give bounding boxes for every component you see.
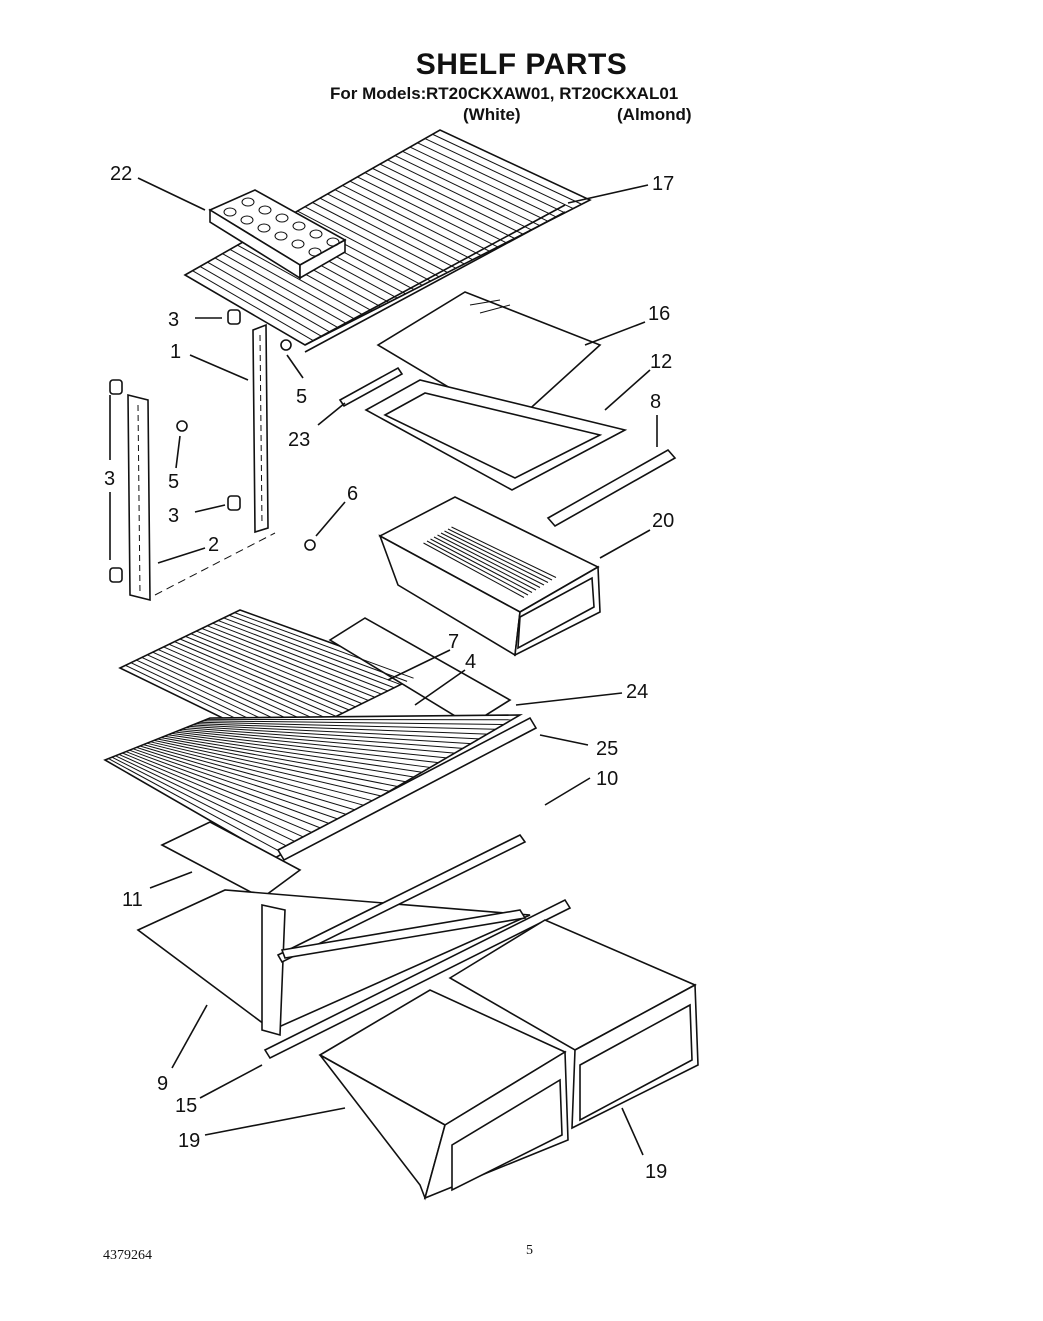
- models-label: For Models:: [330, 84, 427, 103]
- variant-almond: (Almond): [617, 105, 692, 124]
- page-title: SHELF PARTS: [415, 48, 628, 81]
- callout-4: 4: [465, 651, 476, 673]
- callout-1: 1: [170, 341, 181, 363]
- callout-15: 15: [175, 1095, 197, 1117]
- callout-3-left: 3: [104, 468, 115, 490]
- crisper-drawer-left: [318, 989, 569, 1201]
- meat-pan: [378, 496, 601, 657]
- callout-12: 12: [650, 351, 672, 373]
- callout-23: 23: [288, 429, 310, 451]
- callout-3-bottom: 3: [168, 505, 179, 527]
- callout-20: 20: [652, 510, 674, 532]
- callout-17: 17: [652, 173, 674, 195]
- callout-8: 8: [650, 391, 661, 413]
- document-number: 4379264: [103, 1248, 152, 1263]
- callout-16: 16: [648, 303, 670, 325]
- crisper-cover-glass: [160, 821, 302, 899]
- wire-shelf-lower: [103, 714, 538, 862]
- model-numbers: RT20CKXAW01, RT20CKXAL01: [426, 84, 679, 103]
- variant-white: (White): [463, 105, 521, 124]
- callout-25: 25: [596, 738, 618, 760]
- ladder-rail-left: [127, 393, 151, 602]
- crisper-frame: [136, 833, 572, 1060]
- callout-7: 7: [448, 631, 459, 653]
- models-line: For Models:RT20CKXAW01, RT20CKXAL01: [330, 84, 678, 104]
- wire-shelf-middle: [118, 609, 512, 746]
- callout-5-right: 5: [296, 386, 307, 408]
- shelf-frame-upper: [364, 379, 628, 491]
- assembly-line: [154, 532, 276, 596]
- callout-2: 2: [208, 534, 219, 556]
- ladder-rail-center: [252, 323, 269, 534]
- callout-24: 24: [626, 681, 648, 703]
- front-trim-8: [546, 448, 677, 528]
- callout-11: 11: [122, 889, 143, 911]
- ice-cube-tray: [208, 189, 347, 280]
- callout-3-top: 3: [168, 309, 179, 331]
- page-number: 5: [526, 1243, 533, 1258]
- callout-22: 22: [110, 163, 132, 185]
- rail-caps: [109, 309, 241, 583]
- screws: [176, 339, 316, 551]
- callout-19-right: 19: [645, 1161, 667, 1183]
- callout-5-left: 5: [168, 471, 179, 493]
- glass-reflection: [469, 299, 511, 314]
- callout-19-left: 19: [178, 1130, 200, 1152]
- crisper-drawer-right: [448, 919, 699, 1130]
- callout-10: 10: [596, 768, 618, 790]
- callout-numbers: 22 17 3 1 5 16 12 23 8 3 5 3 6 20 2 7 4 …: [104, 163, 674, 1183]
- callout-6: 6: [347, 483, 358, 505]
- leader-lines: [109, 177, 658, 1156]
- callout-9: 9: [157, 1073, 168, 1095]
